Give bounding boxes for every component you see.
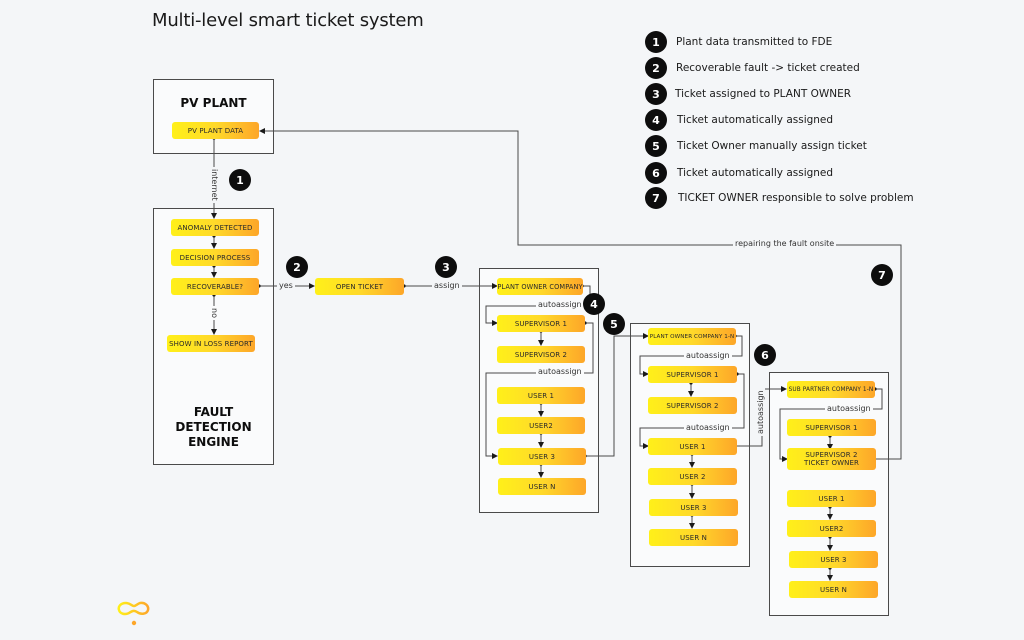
show-in-loss-report-node[interactable]: SHOW IN LOSS REPORT [167, 335, 255, 352]
step-badge: 4 [645, 109, 667, 131]
legend-item: 1 Plant data transmitted to FDE [645, 31, 832, 53]
supervisor-2-node[interactable]: SUPERVISOR 2 [497, 346, 585, 363]
anomaly-detected-node[interactable]: ANOMALY DETECTED [171, 219, 259, 236]
user-1-node[interactable]: USER 1 [648, 438, 737, 455]
repair-label: repairing the fault onsite [733, 239, 837, 248]
autoassign-label: autoassign [684, 423, 732, 432]
autoassign-label: autoassign [684, 351, 732, 360]
step-badge-3: 3 [435, 256, 457, 278]
step-badge: 6 [645, 162, 667, 184]
fde-title: FAULT DETECTION ENGINE [154, 405, 273, 450]
diagram-title: Multi-level smart ticket system [152, 10, 424, 31]
legend-text: Recoverable fault -> ticket created [676, 62, 860, 74]
user-2-node[interactable]: USER2 [787, 520, 876, 537]
legend-text: Ticket automatically assigned [677, 167, 834, 179]
plant-owner-company-n-node[interactable]: PLANT OWNER COMPANY 1-N [648, 328, 736, 345]
user-n-node[interactable]: USER N [649, 529, 738, 546]
plant-owner-company-node[interactable]: PLANT OWNER COMPANY [497, 278, 583, 295]
legend-text: TICKET OWNER responsible to solve proble… [678, 192, 914, 204]
node-label: TICKET OWNER [804, 459, 859, 467]
step-badge-5: 5 [603, 313, 625, 335]
fde-title-line: ENGINE [188, 435, 239, 449]
step-badge: 1 [645, 31, 667, 53]
step-badge: 5 [645, 135, 667, 157]
legend-item: 2 Recoverable fault -> ticket created [645, 57, 860, 79]
legend-item: 5 Ticket Owner manually assign ticket [645, 135, 867, 157]
autoassign-label: autoassign [756, 388, 765, 436]
legend-item: 4 Ticket automatically assigned [645, 109, 833, 131]
legend-text: Ticket assigned to PLANT OWNER [675, 88, 851, 100]
supervisor-2-ticket-owner-node[interactable]: SUPERVISOR 2 TICKET OWNER [787, 448, 876, 470]
open-ticket-node[interactable]: OPEN TICKET [315, 278, 404, 295]
user-1-node[interactable]: USER 1 [787, 490, 876, 507]
recoverable-node[interactable]: RECOVERABLE? [171, 278, 259, 295]
no-label: no [210, 306, 219, 320]
legend-item: 6 Ticket automatically assigned [645, 162, 833, 184]
supervisor-1-node[interactable]: SUPERVISOR 1 [497, 315, 585, 332]
user-2-node[interactable]: USER2 [497, 417, 585, 434]
step-badge-2: 2 [286, 256, 308, 278]
sub-partner-company-node[interactable]: SUB PARTNER COMPANY 1-N [787, 381, 875, 398]
step-badge: 7 [645, 187, 667, 209]
pv-plant-title: PV PLANT [180, 96, 247, 110]
legend-text: Ticket Owner manually assign ticket [677, 140, 867, 152]
step-badge-6: 6 [754, 344, 776, 366]
supervisor-2-node[interactable]: SUPERVISOR 2 [648, 397, 737, 414]
user-n-node[interactable]: USER N [498, 478, 586, 495]
user-1-node[interactable]: USER 1 [497, 387, 585, 404]
decision-process-node[interactable]: DECISION PROCESS [171, 249, 259, 266]
step-badge-1: 1 [229, 169, 251, 191]
step-badge: 3 [645, 83, 667, 105]
legend-item: 7 TICKET OWNER responsible to solve prob… [645, 187, 914, 209]
node-label: SUPERVISOR 2 [805, 451, 858, 459]
fde-title-line: FAULT [193, 405, 234, 419]
user-3-node[interactable]: USER 3 [649, 499, 738, 516]
supervisor-1-node[interactable]: SUPERVISOR 1 [787, 419, 876, 436]
user-2-node[interactable]: USER 2 [648, 468, 737, 485]
user-n-node[interactable]: USER N [789, 581, 878, 598]
supervisor-1-node[interactable]: SUPERVISOR 1 [648, 366, 737, 383]
legend-item: 3 Ticket assigned to PLANT OWNER [645, 83, 851, 105]
fde-title-line: DETECTION [175, 420, 252, 434]
autoassign-label: autoassign [536, 367, 584, 376]
autoassign-label: autoassign [536, 300, 584, 309]
legend-text: Plant data transmitted to FDE [676, 36, 833, 48]
autoassign-label: autoassign [825, 404, 873, 413]
assign-label: assign [432, 281, 462, 290]
pv-plant-box: PV PLANT [153, 79, 274, 154]
user-3-node[interactable]: USER 3 [789, 551, 878, 568]
internet-label: internet [210, 167, 219, 203]
user-3-node[interactable]: USER 3 [498, 448, 586, 465]
legend-text: Ticket automatically assigned [677, 114, 834, 126]
pv-plant-data-node[interactable]: PV PLANT DATA [172, 122, 259, 139]
step-badge-7: 7 [871, 264, 893, 286]
brand-logo-icon [117, 601, 150, 626]
step-badge: 2 [645, 57, 667, 79]
step-badge-4: 4 [583, 293, 605, 315]
yes-label: yes [277, 281, 295, 290]
